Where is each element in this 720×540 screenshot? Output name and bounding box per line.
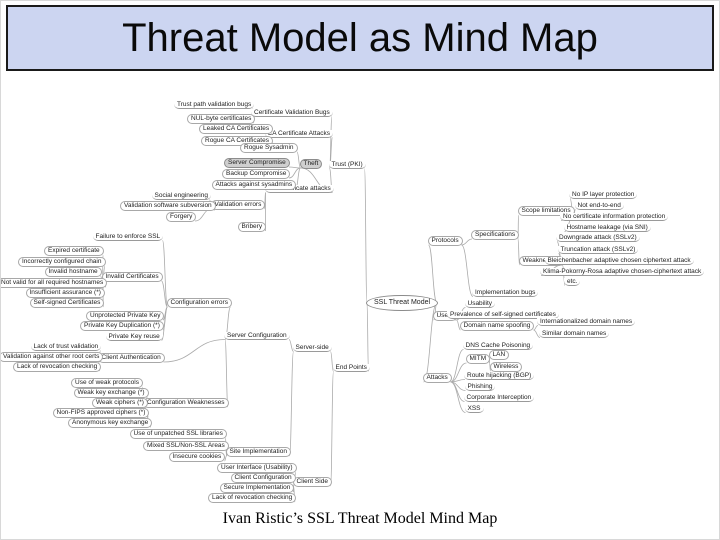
mindmap-node-nul: NUL-byte certificates [187,114,256,124]
mindmap-node-cca: CA Certificate Attacks [264,129,333,139]
mindmap-node-trunc: Truncation attack (SSLv2) [557,245,639,255]
mindmap-node-invh: Invalid hostname [44,267,102,277]
mindmap-node-cweak: Configuration Weaknesses [143,398,229,408]
mindmap-node-simpl: Site Implementation [225,447,291,457]
mindmap-node-lan: LAN [488,350,510,360]
mindmap-node-wifi: Wireless [489,362,523,372]
mindmap-node-mitm: MITM [465,354,491,364]
mindmap-node-lca: Leaked CA Certificates [199,124,274,134]
mindmap-node-dnscp: DNS Cache Poisoning [462,341,534,351]
mindmap-node-expc: Expired certificate [44,246,104,256]
mindmap-node-brib: Bribery [237,222,267,232]
mindmap-node-bleich: Bleichenbacher adaptive chosen ciphertex… [544,256,694,266]
mindmap-node-rca: Rogue CA Certificates [201,136,273,146]
mindmap-node-phish: Phishing [464,382,496,392]
mindmap-node-route: Route hijacking (BGP) [464,371,535,381]
mindmap-node-lrc1: Lack of revocation checking [13,362,102,372]
mindmap-node-simp2: Secure Implementation [219,483,295,493]
slide-title: Threat Model as Mind Map [122,15,598,60]
mindmap-node-spec: Specifications [471,230,520,240]
mindmap-node-incc: Incorrectly configured chain [18,257,106,267]
slide-title-bar: Threat Model as Mind Map [6,5,714,71]
mindmap-node-prot: Protocols [427,236,463,246]
mindmap-node-idn: Internationalized domain names [537,317,636,327]
mindmap-node-pkr: Private Key reuse [105,332,163,342]
mindmap-node-seng: Social engineering [151,191,211,201]
mindmap-node-asys: Attacks against sysadmins [211,180,297,190]
mindmap-node-upl: Use of unpatched SSL libraries [129,429,227,439]
mindmap-node-uwp: Use of weak protocols [71,378,143,388]
mindmap-node-cside: Client Side [292,477,332,487]
mindmap-node-pkd: Private Key Duplication (*) [80,321,164,331]
mindmap-node-simd: Similar domain names [539,329,610,339]
mindmap-node-upk: Unprotected Private Key [86,311,165,321]
mindmap-node-prev: Prevalence of self-signed certificates [447,310,559,320]
mindmap-node-fes: Failure to enforce SSL [92,232,164,242]
mindmap-node-anon: Anonymous key exchange [68,418,153,428]
mindmap-node-slim: Scope limitations [517,206,575,216]
mindmap-node-wke: Weak key exchange (*) [73,388,149,398]
mindmap-node-sconf: Server Configuration [224,331,290,341]
mindmap-node-nee: Not end-to-end [574,201,624,211]
mindmap-node-xss: XSS [464,404,484,414]
mindmap-node-wci: Weak ciphers (*) [92,398,148,408]
mindmap-node-scomp: Server Compromise [224,158,290,168]
mindmap-node-usab: Usability [464,299,496,309]
mindmap-node-ep: End Points [332,363,370,373]
mindmap-node-varc: Validation against other root certs [1,352,104,362]
mindmap-node-lrc2: Lack of revocation checking [208,493,297,503]
mindmap-node-ncip: No certificate information protection [560,212,669,222]
mindmap-node-down: Downgrade attack (SSLv2) [556,233,640,243]
mindmap-node-cauth: Client Authentication [97,353,165,363]
mindmap-node-icert: Invalid Certificates [101,272,163,282]
mindmap-node-cvb: Certificate Validation Bugs [251,108,333,118]
mindmap-node-uiu: User Interface (Usability) [217,463,297,473]
mindmap-node-rsys: Rogue Sysadmin [240,143,298,153]
mindmap-node-tpb: Trust path validation bugs [174,100,255,110]
mindmap-node-trust: Trust (PKI) [328,160,366,170]
mindmap-node-forg: Forgery [166,212,197,222]
mindmap-node-impb: Implementation bugs [472,288,539,298]
mindmap-node-noip: No IP layer protection [569,190,638,200]
mindmap-node-bcomp: Backup Compromise [222,169,291,179]
slide-caption: Ivan Ristic’s SSL Threat Model Mind Map [222,510,498,527]
mindmap-node-ssl: SSL Threat Model [366,295,439,312]
mindmap-node-cconf: Client Configuration [230,473,296,483]
mindmap-node-mixed: Mixed SSL/Non-SSL Areas [143,441,229,451]
mindmap-node-etc: etc. [564,277,581,287]
mindmap-node-dspoof: Domain name spoofing [459,321,535,331]
mindmap-node-theft: Theft [299,159,323,169]
mindmap-node-icook: Insecure cookies [168,452,226,462]
mindmap-node-klima: Klima-Pokorny-Rosa adaptive chosen-ciphe… [540,267,705,277]
mindmap-node-verr: Validation errors [210,200,266,210]
mindmap-node-hlsni: Hostname leakage (via SNI) [563,223,651,233]
mindmap-node-nfips: Non-FIPS approved ciphers (*) [52,408,150,418]
mindmap-node-cerr: Configuration errors [166,298,232,308]
mindmap-node-sside: Server-side [292,343,332,353]
mindmap-node-nvfh: Not valid for all required hostnames [1,278,108,288]
mindmap-node-ltv: Lack of trust validation [30,342,102,352]
mindmap-node-vss: Validation software subversion [120,201,216,211]
mindmap-node-corp: Corporate Interception [463,393,535,403]
mindmap-node-sca: Site certificate attacks [264,184,334,194]
mindmap-node-ssc: Self-signed Certificates [29,298,105,308]
mindmap-node-insa: Insufficient assurance (*) [25,288,105,298]
mindmap-node-att: Attacks [422,373,452,383]
